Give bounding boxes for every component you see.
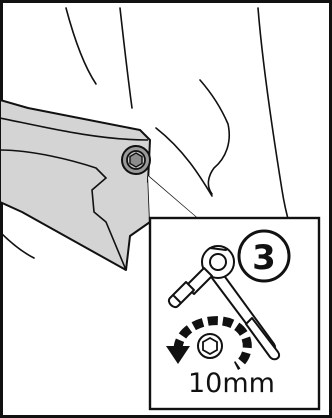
hex-bolt-icon — [198, 334, 222, 358]
step-number: 3 — [252, 238, 276, 278]
panel-bolt — [122, 146, 150, 174]
step-badge: 3 — [239, 231, 289, 281]
socket-size-label: 10mm — [188, 368, 275, 399]
